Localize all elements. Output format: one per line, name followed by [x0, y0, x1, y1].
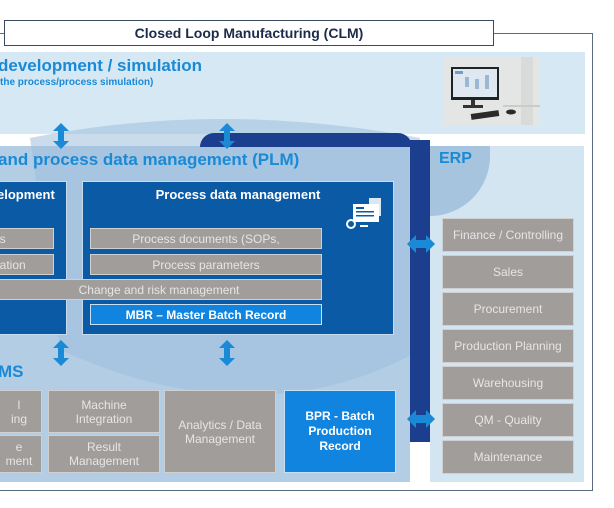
development-subtitle: the process/process simulation): [0, 77, 154, 88]
mes-item-line: e: [15, 440, 23, 454]
diagram-title: Closed Loop Manufacturing (CLM): [4, 20, 494, 46]
document-gear-icon: [346, 198, 381, 229]
vertical-double-arrow-icon: [219, 123, 235, 149]
workstation-photo: [443, 57, 540, 125]
bpr-line: BPR - Batch: [305, 409, 375, 423]
erp-item-maintenance[interactable]: Maintenance: [442, 440, 574, 474]
mes-item-line: Analytics / Data: [178, 417, 262, 432]
erp-item-production-planning[interactable]: Production Planning: [442, 329, 574, 363]
erp-item-finance[interactable]: Finance / Controlling: [442, 218, 574, 252]
erp-item-label: Warehousing: [472, 376, 544, 390]
process-parameters-item[interactable]: Process parameters: [90, 254, 322, 275]
mes-item-line: ing: [10, 411, 27, 426]
mes-item-line: Machine: [81, 397, 127, 412]
mes-item-line: Management: [68, 454, 140, 468]
process-documents-label: Process documents (SOPs,: [132, 231, 280, 246]
process-documents-item[interactable]: Process documents (SOPs,: [90, 228, 322, 249]
bpr-line: Record: [319, 439, 361, 453]
erp-item-label: Finance / Controlling: [452, 228, 564, 242]
computer-monitor-icon: [443, 57, 540, 125]
bpr-line: Production: [308, 424, 372, 438]
horizontal-double-arrow-icon: [407, 410, 435, 428]
erp-item-label: Procurement: [473, 302, 543, 316]
loop-right-bar: [410, 140, 430, 442]
erp-item-label: Maintenance: [473, 450, 543, 464]
mes-item-line: Integration: [75, 411, 133, 426]
erp-item-label: Sales: [492, 265, 524, 279]
mbr-item[interactable]: MBR – Master Batch Record: [90, 304, 322, 325]
development-item-label: lation: [0, 257, 26, 272]
horizontal-double-arrow-icon: [407, 235, 435, 253]
mes-item-line: Management: [184, 431, 256, 446]
development-title: development / simulation: [0, 56, 203, 75]
erp-item-label: QM - Quality: [474, 413, 542, 427]
process-data-management-heading: Process data management: [155, 187, 321, 202]
vertical-double-arrow-icon: [219, 340, 235, 366]
development-box-heading: elopment: [0, 187, 55, 202]
erp-item-warehousing[interactable]: Warehousing: [442, 366, 574, 400]
process-parameters-label: Process parameters: [152, 257, 260, 272]
mes-title: MS: [0, 362, 24, 381]
vertical-double-arrow-icon: [53, 123, 69, 149]
change-risk-management-label: Change and risk management: [78, 282, 240, 297]
erp-title: ERP: [439, 150, 472, 167]
development-item[interactable]: ls: [0, 228, 54, 249]
plm-title: and process data management (PLM): [0, 150, 300, 169]
vertical-double-arrow-icon: [53, 340, 69, 366]
loop-top-bar: [200, 133, 412, 147]
erp-item-sales[interactable]: Sales: [442, 255, 574, 289]
erp-item-qm-quality[interactable]: QM - Quality: [442, 403, 574, 437]
mbr-label: MBR – Master Batch Record: [125, 307, 287, 322]
development-item[interactable]: lation: [0, 254, 54, 275]
development-item-label: ls: [0, 231, 6, 246]
erp-item-label: Production Planning: [454, 339, 562, 353]
erp-item-procurement[interactable]: Procurement: [442, 292, 574, 326]
change-risk-management-item[interactable]: Change and risk management: [0, 279, 322, 300]
mes-item-line: Result: [86, 440, 121, 454]
mes-item-line: l: [17, 397, 21, 412]
mes-item-line: ment: [5, 454, 33, 468]
